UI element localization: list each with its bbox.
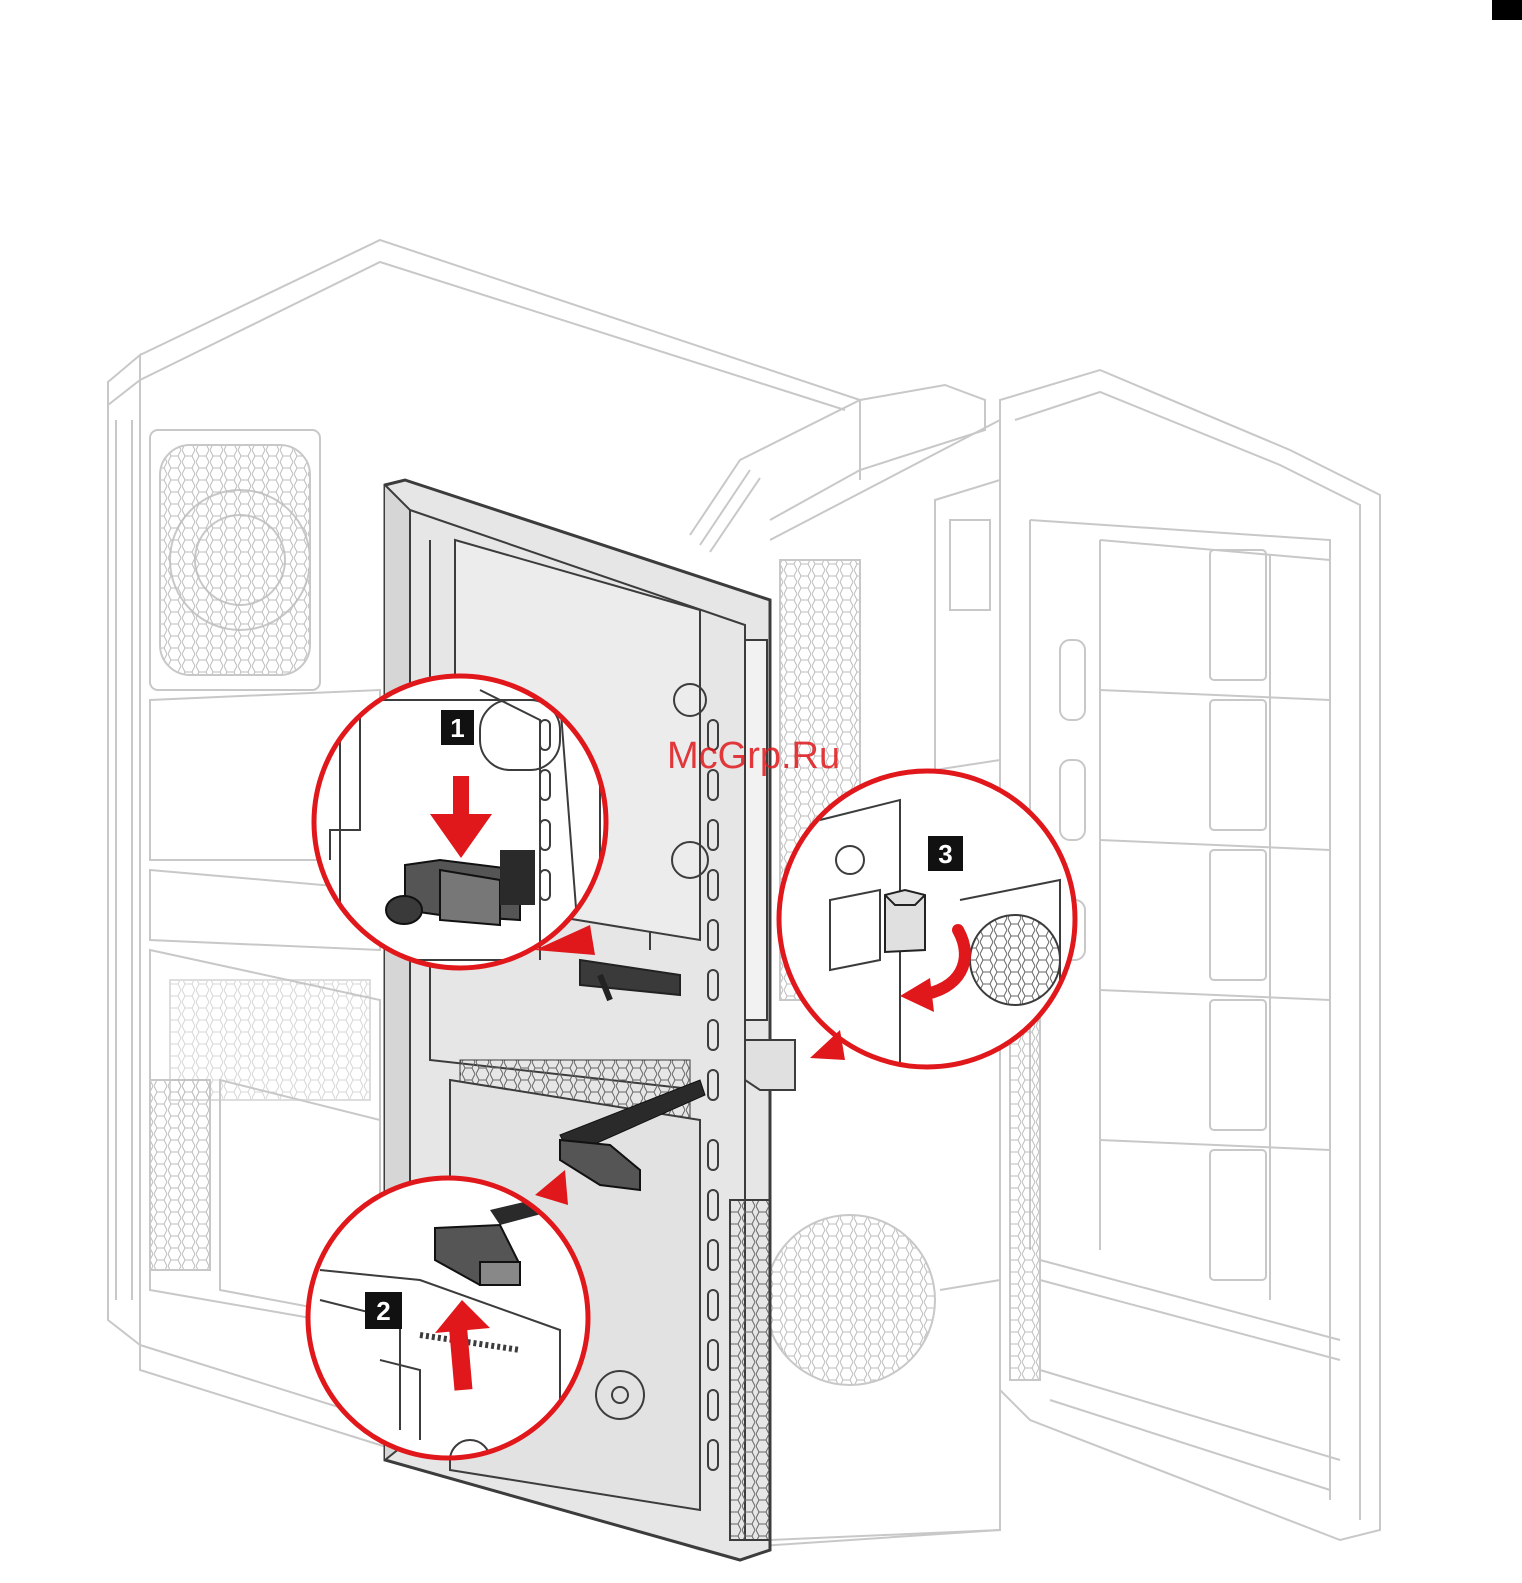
step-number-1: 1 [450, 713, 464, 743]
page-corner-marker [1492, 0, 1522, 20]
callout-3 [775, 770, 1075, 1070]
watermark-text: McGrp.Ru [667, 735, 840, 777]
step-number-3: 3 [938, 839, 952, 869]
step-badge-2: 2 [365, 1292, 402, 1329]
step-number-2: 2 [376, 1296, 390, 1326]
step-badge-3: 3 [928, 836, 963, 871]
step-badge-1: 1 [441, 710, 474, 745]
